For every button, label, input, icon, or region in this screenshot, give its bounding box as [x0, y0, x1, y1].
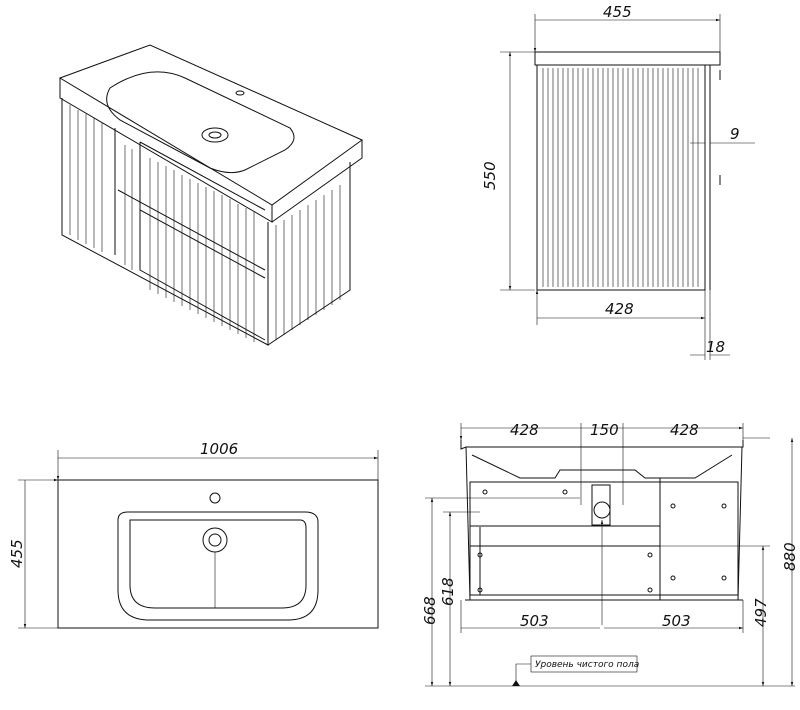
dim-497: 497: [752, 598, 770, 627]
plan-view: 1006 455: [8, 440, 378, 628]
dim-668: 668: [421, 596, 439, 625]
dim-455-plan: 455: [8, 539, 26, 568]
dim-18: 18: [706, 338, 725, 356]
dim-618: 618: [439, 577, 457, 606]
dim-550: 550: [481, 161, 499, 190]
dim-455-top: 455: [603, 3, 632, 21]
dim-880: 880: [781, 542, 799, 571]
side-view: 455 550 9 428 18: [481, 3, 755, 360]
dim-9: 9: [730, 125, 740, 143]
floor-level-label: Уровень чистого пола: [535, 660, 639, 670]
dim-428-right: 428: [670, 421, 699, 439]
dim-503-left: 503: [520, 612, 549, 630]
dim-150: 150: [590, 421, 619, 439]
dim-428-left: 428: [510, 421, 539, 439]
dim-428-side: 428: [605, 300, 634, 318]
dim-503-right: 503: [662, 612, 691, 630]
isometric-view: [58, 44, 363, 346]
front-view: 428 150 428 668 618 503 503 497 880 Уров…: [421, 421, 799, 687]
dim-1006: 1006: [200, 440, 238, 458]
